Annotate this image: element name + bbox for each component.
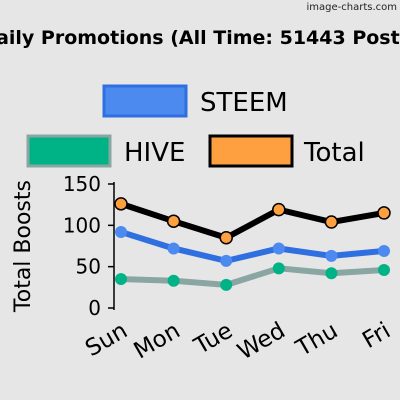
data-point xyxy=(325,267,338,280)
data-point xyxy=(324,215,339,229)
data-point xyxy=(167,274,180,287)
x-tick-label: Wed xyxy=(233,318,289,366)
legend-swatch xyxy=(208,134,294,168)
data-point xyxy=(220,254,233,267)
data-point xyxy=(167,242,180,255)
data-point xyxy=(220,278,233,291)
data-point xyxy=(166,214,181,228)
x-tick-label: Sun xyxy=(81,318,132,362)
data-point xyxy=(272,262,285,275)
y-tick-label: 150 xyxy=(63,172,101,196)
legend-label: STEEM xyxy=(200,88,288,118)
y-tick-label: 0 xyxy=(88,296,101,320)
series-steem xyxy=(115,225,390,267)
legend-swatch xyxy=(102,84,188,118)
data-point xyxy=(272,242,285,255)
chart-title: Daily Promotions (All Time: 51443 Posts) xyxy=(0,27,400,49)
legend-item-total: Total xyxy=(208,134,365,168)
y-tick-label: 100 xyxy=(63,213,101,237)
legend-swatch xyxy=(26,134,112,168)
legend-label: HIVE xyxy=(124,138,185,168)
series-line xyxy=(118,228,387,264)
series-hive xyxy=(115,262,390,291)
data-point xyxy=(115,225,127,238)
data-point xyxy=(378,244,390,257)
data-point xyxy=(114,197,128,211)
x-tick-label: Thu xyxy=(291,318,342,363)
data-point xyxy=(378,263,390,276)
x-tick-label: Tue xyxy=(189,318,237,361)
data-point xyxy=(325,249,338,262)
legend-item-steem: STEEM xyxy=(102,84,288,118)
x-tick-label: Fri xyxy=(358,318,395,354)
legend: STEEM HIVE Total xyxy=(26,84,365,168)
data-point xyxy=(272,202,286,217)
legend-item-hive: HIVE xyxy=(26,134,185,168)
data-point xyxy=(377,206,391,220)
series-total xyxy=(114,197,391,245)
data-point xyxy=(115,273,127,286)
series-line xyxy=(118,200,387,241)
data-point xyxy=(219,230,233,245)
watermark: image-charts.com xyxy=(307,2,398,13)
series-line xyxy=(118,265,387,288)
legend-label: Total xyxy=(303,138,365,168)
y-axis-title: Total Boosts xyxy=(11,180,36,313)
y-tick-label: 50 xyxy=(76,255,101,279)
x-tick-label: Mon xyxy=(130,318,185,365)
